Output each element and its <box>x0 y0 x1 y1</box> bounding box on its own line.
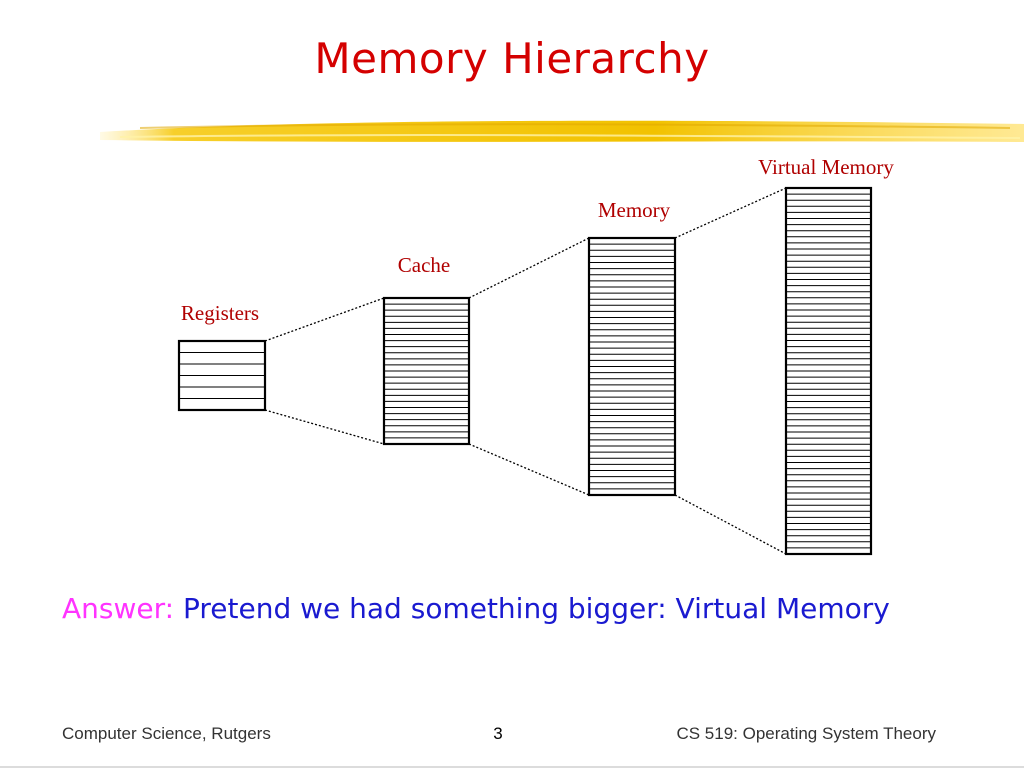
answer-body: Pretend we had something bigger: Virtual… <box>174 592 890 625</box>
registers-label: Registers <box>181 301 259 325</box>
connector-lines <box>264 187 787 555</box>
connector-memory-virtual-bottom <box>674 494 787 555</box>
cache-block <box>382 296 471 446</box>
connector-registers-cache-bottom <box>264 409 385 445</box>
virtual-memory-block <box>784 186 873 556</box>
connector-cache-memory-top <box>468 237 590 299</box>
answer-text: Answer: Pretend we had something bigger:… <box>62 588 960 630</box>
memory-label: Memory <box>598 198 671 222</box>
cache-label: Cache <box>398 253 450 277</box>
bottom-rule <box>0 766 1024 768</box>
virtual-memory-label: Virtual Memory <box>758 155 894 179</box>
connector-memory-virtual-top <box>674 187 787 239</box>
footer-institution: Computer Science, Rutgers <box>62 724 271 743</box>
slide-title: Memory Hierarchy <box>314 34 710 83</box>
connector-cache-memory-bottom <box>468 443 590 496</box>
registers-block <box>177 339 267 412</box>
answer-lead: Answer: <box>62 592 175 625</box>
title-underline <box>100 120 1024 142</box>
memory-block <box>587 236 677 497</box>
footer-course: CS 519: Operating System Theory <box>676 724 936 743</box>
page-number: 3 <box>493 724 503 743</box>
connector-registers-cache-top <box>264 297 385 342</box>
